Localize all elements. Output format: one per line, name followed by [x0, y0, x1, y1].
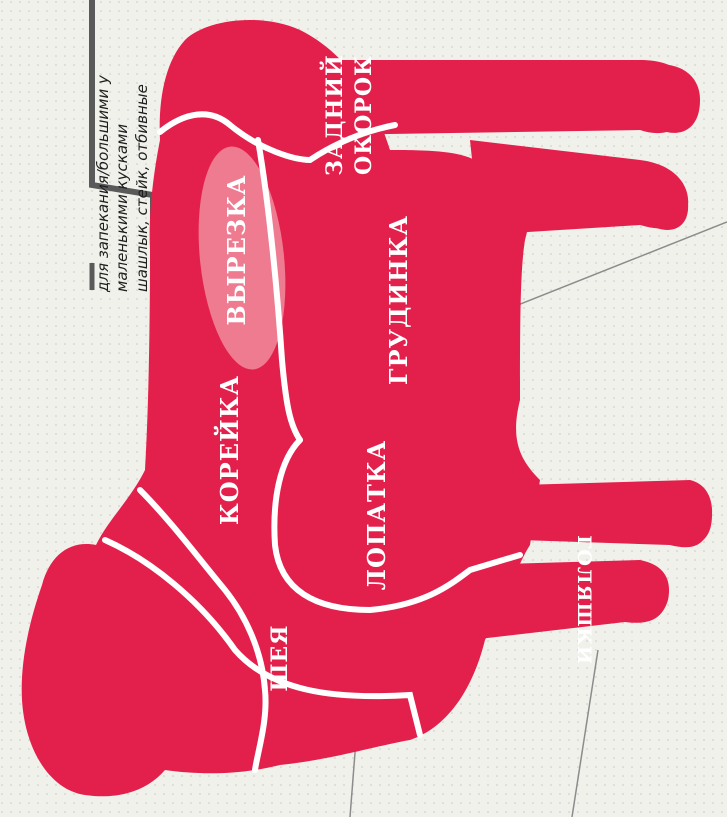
- callout-line-2: маленькими кусками: [113, 124, 131, 292]
- callout-line-1: для запекания/большими у: [94, 74, 112, 293]
- cut-label-loin: КОРЕЙКА: [213, 375, 244, 525]
- rear-hoof-lower: [648, 172, 688, 230]
- cut-label-hind-leg-line1: ЗАДНИЙ: [319, 54, 348, 176]
- cut-label-shoulder: ЛОПАТКА: [362, 440, 391, 591]
- cut-label-hind-leg-line2: ОКОРОК: [351, 55, 377, 175]
- leader-line-shanks: [572, 650, 598, 817]
- rear-hoof-upper: [655, 64, 700, 132]
- callout-line-3: шашлык, стейк, отбивные: [133, 84, 151, 292]
- cut-label-neck: ШЕЯ: [267, 624, 293, 691]
- cut-label-tenderloin: ВЫРЕЗКА: [222, 174, 251, 325]
- cut-label-brisket: ГРУДИНКА: [384, 215, 413, 385]
- cut-label-shanks: ГОЛЯШКИ: [573, 535, 595, 665]
